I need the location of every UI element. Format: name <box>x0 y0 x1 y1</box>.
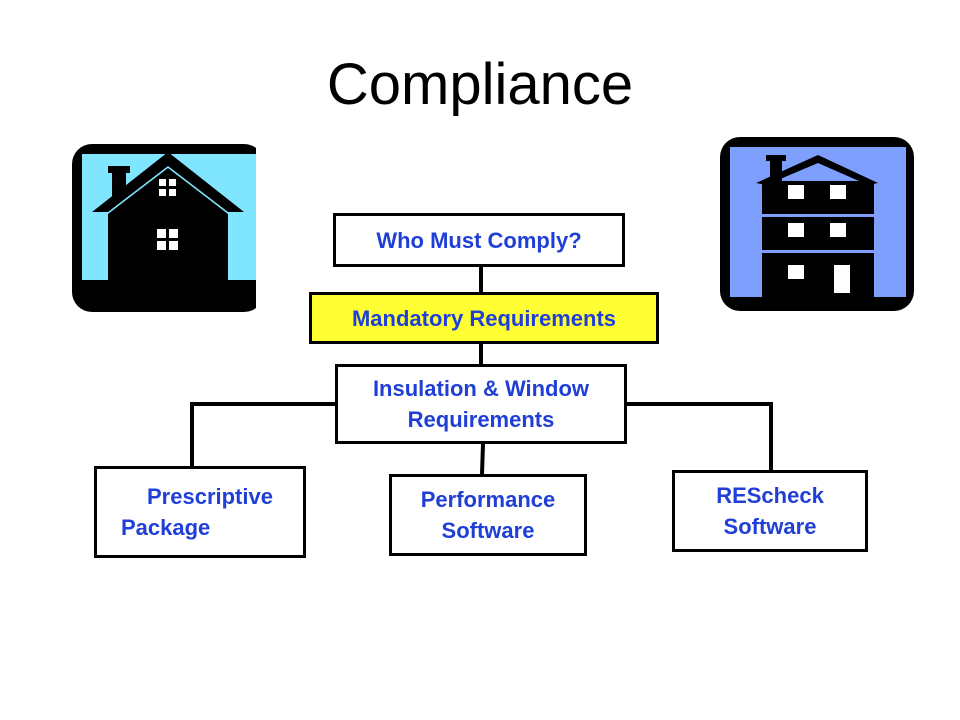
multi-story-building-icon <box>720 137 914 311</box>
slide-title: Compliance <box>326 52 634 117</box>
rescheck-software-box: REScheck Software <box>672 470 868 552</box>
single-family-house-icon <box>72 144 264 312</box>
mandatory-requirements-box: Mandatory Requirements <box>309 292 659 344</box>
rescheck-label-line1: REScheck <box>716 483 824 508</box>
who-must-comply-box: Who Must Comply? <box>333 213 625 267</box>
rescheck-label-line2: Software <box>723 514 817 539</box>
connector-to-prescriptive <box>190 402 335 468</box>
performance-software-box: Performance Software <box>389 474 587 556</box>
connector-to-rescheck <box>627 402 773 470</box>
insulation-label-line1: Insulation & Window <box>372 376 590 401</box>
insulation-label-line2: Requirements <box>407 407 555 432</box>
mandatory-requirements-label: Mandatory Requirements <box>351 305 617 331</box>
prescriptive-label-line2: Package <box>121 515 211 540</box>
performance-label-line2: Software <box>441 518 535 543</box>
prescriptive-package-box: Prescriptive Package <box>94 466 306 558</box>
who-must-comply-label: Who Must Comply? <box>376 227 582 253</box>
prescriptive-label-line1: Prescriptive <box>147 484 273 509</box>
connector-to-performance <box>480 443 485 475</box>
insulation-window-requirements-box: Insulation & Window Requirements <box>335 364 627 444</box>
performance-label-line1: Performance <box>420 487 556 512</box>
